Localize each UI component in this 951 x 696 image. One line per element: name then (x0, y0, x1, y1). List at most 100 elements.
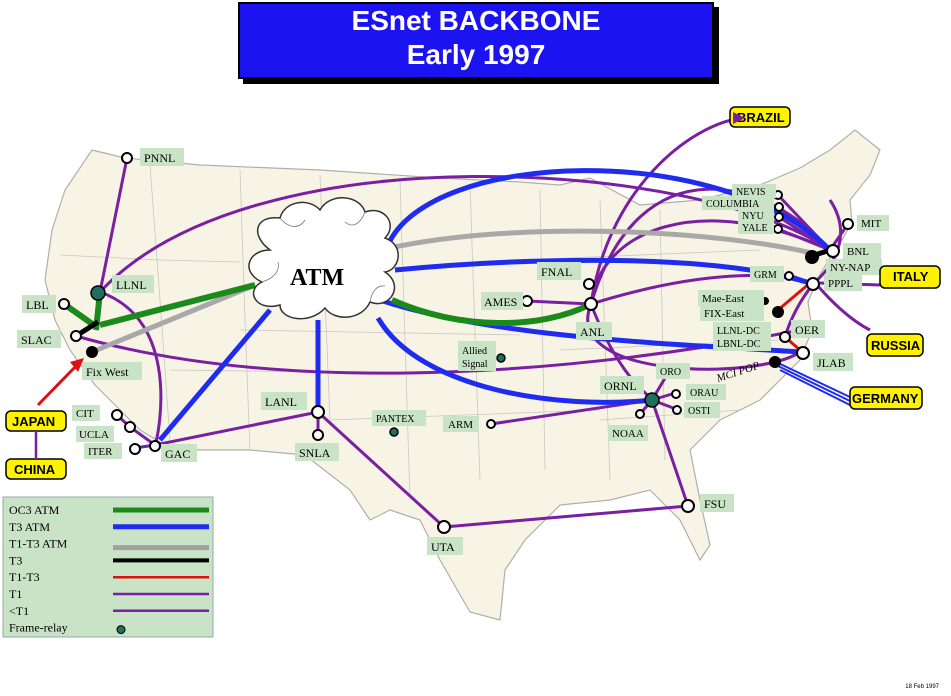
title-line-2: Early 1997 (406, 39, 546, 70)
brazil-label: BRAZIL (737, 110, 785, 125)
label-fnal: FNAL (541, 265, 572, 279)
label-snla: SNLA (299, 446, 331, 460)
label-gac: GAC (165, 447, 190, 461)
atm-cloud-label: ATM (290, 265, 344, 291)
label-nyu: NYU (742, 211, 764, 222)
label-iter: ITER (88, 446, 113, 458)
node-fsu (681, 499, 695, 513)
label-nevis: NEVIS (736, 187, 765, 198)
node-llnl (90, 285, 106, 301)
atm-cloud (248, 197, 399, 320)
node-cit (111, 409, 123, 421)
node-orau (671, 389, 681, 399)
date-footnote: 18 Feb 1997 (905, 684, 939, 690)
t1-t3-atm-links (91, 228, 821, 355)
legend-label: T3 (9, 553, 22, 567)
china-box: CHINA (5, 458, 67, 480)
label-osti: OSTI (688, 406, 710, 417)
label-yale: YALE (742, 223, 768, 234)
legend-label: OC3 ATM (9, 503, 60, 517)
germany-box: GERMANY (849, 386, 923, 410)
node-osti (672, 405, 682, 415)
label-oro: ORO (660, 367, 681, 378)
node-pppl (806, 277, 820, 291)
germany-label: GERMANY (852, 391, 919, 406)
label-pppl: PPPL (828, 278, 853, 290)
label-slac: SLAC (21, 333, 52, 347)
legend-swatch-dot (116, 625, 126, 635)
label-pnnl: PNNL (144, 151, 175, 165)
node-ames (521, 295, 533, 307)
node-nyu (774, 212, 784, 222)
node-ornl (644, 392, 660, 408)
legend-label: T1 (9, 587, 22, 601)
node-iter (129, 443, 141, 455)
black-nodes (86, 250, 819, 368)
japan-label: JAPAN (12, 414, 55, 429)
node-pantex (389, 427, 399, 437)
label-jlab: JLAB (817, 356, 846, 370)
label-lanl: LANL (265, 395, 297, 409)
label-mit: MIT (861, 218, 881, 230)
label-orau: ORAU (690, 388, 719, 399)
node-fix-west (86, 346, 98, 358)
label-llnl: LLNL (116, 278, 147, 292)
frame-relay-nodes (90, 285, 660, 437)
label-ornl: ORNL (604, 379, 637, 393)
brazil-arrow-head (733, 112, 745, 124)
node-slac (70, 330, 82, 342)
node-bnl (826, 244, 840, 258)
node-anl (584, 297, 598, 311)
label-lbl: LBL (26, 298, 49, 312)
japan-box: JAPAN (5, 410, 67, 432)
label-anl: ANL (580, 325, 605, 339)
node-ny-nap (805, 250, 819, 264)
label-ny-nap: NY-NAP (830, 262, 870, 274)
node-allied-signal (496, 353, 506, 363)
node-jlab (796, 346, 810, 360)
label-signal: Signal (462, 359, 488, 370)
node-columbia (774, 202, 784, 212)
label-grm: GRM (754, 270, 777, 281)
russia-label: RUSSIA (871, 338, 921, 353)
node-uta (437, 520, 451, 534)
label-fix-east: FIX-East (704, 308, 744, 320)
japan-arrow-head (70, 358, 84, 372)
label-fix-west: Fix West (86, 365, 129, 379)
node-grm (784, 271, 794, 281)
node-ucla (124, 421, 136, 433)
label-columbia: COLUMBIA (706, 199, 760, 210)
legend-label: Frame-relay (9, 621, 68, 635)
title-banner: ESnet BACKBONE Early 1997 (238, 2, 714, 79)
label-allied: Allied (462, 346, 487, 357)
italy-box: ITALY (879, 265, 941, 289)
label-ucla: UCLA (79, 429, 109, 441)
title-line-1: ESnet BACKBONE (351, 5, 601, 36)
china-label: CHINA (14, 462, 56, 477)
node-lbl (58, 298, 70, 310)
node-pnnl (121, 152, 133, 164)
label-uta: UTA (431, 540, 455, 554)
label-llnl-dc: LLNL-DC (717, 326, 760, 337)
label-pantex: PANTEX (376, 414, 415, 425)
legend-label: T1-T3 ATM (9, 537, 68, 551)
node-yale (773, 224, 783, 234)
legend-label: T1-T3 (9, 570, 40, 584)
label-cit: CIT (76, 408, 94, 420)
label-oer: OER (795, 323, 819, 337)
node-snla (312, 429, 324, 441)
label-arm: ARM (448, 419, 473, 431)
label-lbnl-dc: LBNL-DC (717, 339, 761, 350)
label-mae-east: Mae-East (702, 293, 744, 305)
brazil-box: BRAZIL (729, 106, 791, 128)
label-ames: AMES (484, 295, 517, 309)
node-lanl (311, 405, 325, 419)
node-fix-east (772, 306, 784, 318)
site-label-backgrounds (17, 148, 889, 555)
label-bnl: BNL (847, 246, 869, 258)
legend-box (2, 496, 214, 638)
label-fsu: FSU (704, 497, 726, 511)
label-noaa: NOAA (612, 428, 644, 440)
